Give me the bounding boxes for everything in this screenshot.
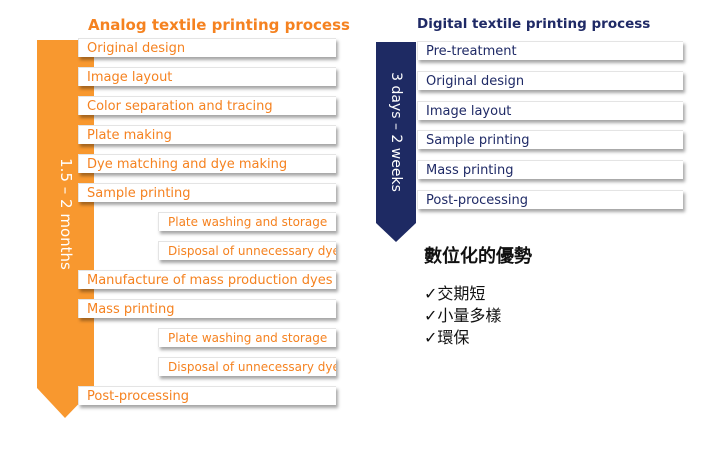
digital-step-original-design: Original design (417, 71, 683, 90)
digital-step-mass-printing: Mass printing (417, 160, 683, 179)
analog-step-plate-washing: Plate washing and storage (158, 212, 336, 231)
digital-step-post-processing: Post-processing (417, 190, 683, 209)
analog-step-color-separation: Color separation and tracing (78, 96, 336, 115)
advantage-item-small-batch-variety: ✓小量多樣 (424, 306, 502, 325)
analog-step-post-processing: Post-processing (78, 386, 336, 405)
analog-step-mass-production-dyes: Manufacture of mass production dyes (78, 270, 336, 289)
digital-duration-arrow (376, 42, 416, 242)
advantages-title: 數位化的優勢 (424, 246, 532, 267)
digital-step-image-layout: Image layout (417, 101, 683, 120)
advantage-item-eco-friendly: ✓環保 (424, 328, 470, 347)
analog-step-dye-disposal: Disposal of unnecessary dye (158, 241, 336, 260)
analog-step-image-layout: Image layout (78, 67, 336, 86)
analog-step-original-design: Original design (78, 38, 336, 57)
analog-step-plate-washing-2: Plate washing and storage (158, 328, 336, 347)
analog-step-plate-making: Plate making (78, 125, 336, 144)
digital-process-title: Digital textile printing process (417, 16, 651, 32)
analog-process-title: Analog textile printing process (88, 16, 350, 34)
analog-step-mass-printing: Mass printing (78, 299, 336, 318)
analog-step-dye-matching: Dye matching and dye making (78, 154, 336, 173)
digital-duration-label: 3 days – 2 weeks (388, 72, 404, 192)
analog-step-dye-disposal-2: Disposal of unnecessary dye (158, 357, 336, 376)
analog-step-sample-printing: Sample printing (78, 183, 336, 202)
advantage-item-short-lead-time: ✓交期短 (424, 284, 486, 303)
digital-step-sample-printing: Sample printing (417, 130, 683, 149)
digital-step-pre-treatment: Pre-treatment (417, 41, 683, 60)
analog-duration-label: 1.5 – 2 months (57, 158, 75, 270)
